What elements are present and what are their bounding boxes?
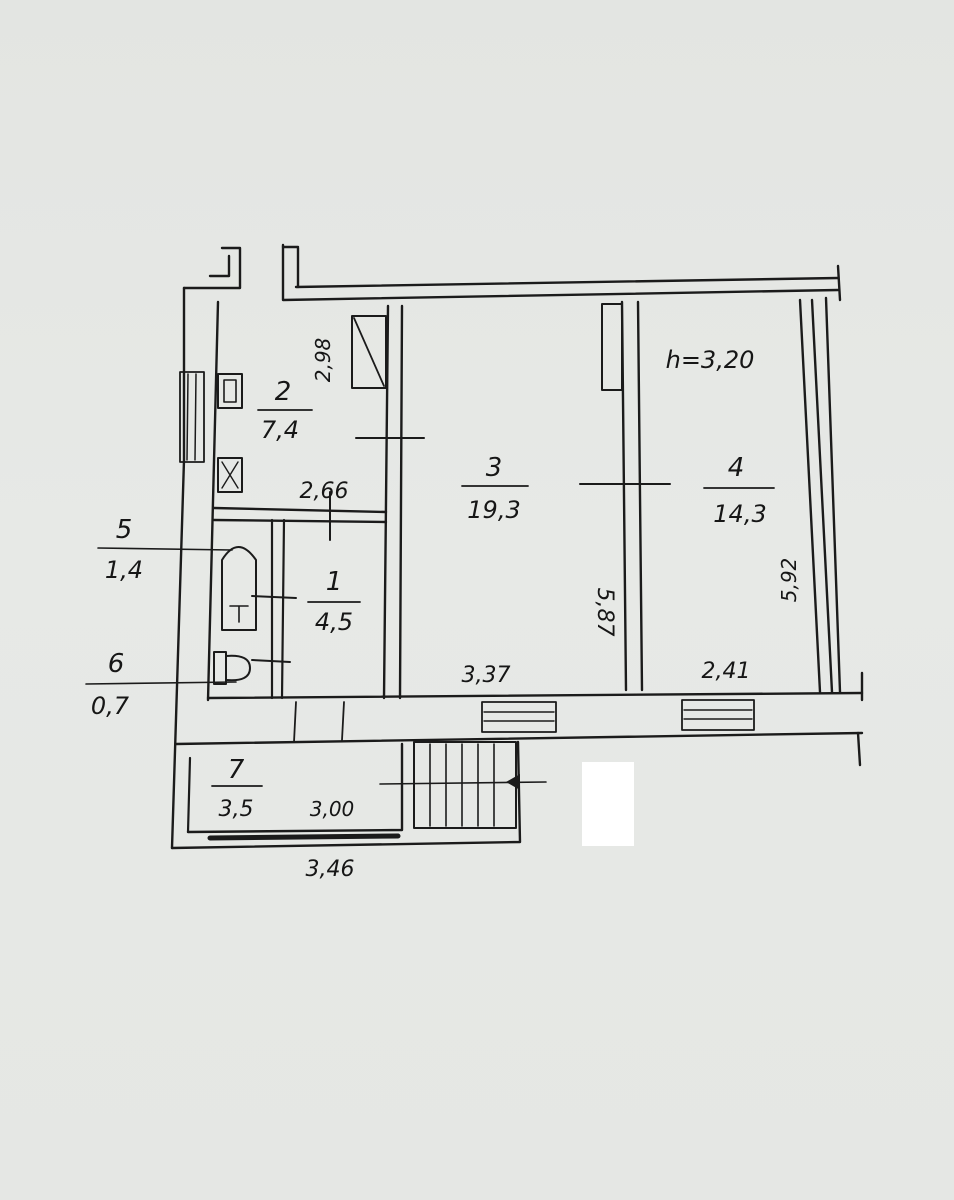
partitions [212,300,671,700]
room-7-area: 3,5 [219,797,254,822]
loggia [85,547,547,850]
loggia-outer-length-label: 3,46 [306,857,355,882]
fixtures [213,373,257,685]
toilet-tank [213,651,227,685]
room-2-width-label: 2,66 [300,479,349,504]
outer-walls [170,243,864,850]
room-2-number: 2 [275,377,292,407]
room-6-area: 0,7 [91,692,130,720]
bathtub-icon [221,546,257,631]
stove-icon [217,373,243,409]
room-2-area: 7,4 [261,416,299,444]
room-2-depth-label: 2,98 [311,338,335,383]
room-4-number: 4 [728,453,745,483]
loggia-inner-length-label: 3,00 [310,797,355,821]
room-5-number: 5 [116,515,133,545]
wall-niche [601,303,623,391]
room-6-number: 6 [108,649,125,679]
sink-icon [217,457,243,493]
room-1-area: 4,5 [315,608,353,636]
room-1-number: 1 [326,567,343,597]
room-3-area: 19,3 [467,496,520,524]
dimension-labels: h=3,20 2,98 2,66 3,37 5,87 2,41 5,92 3,0… [300,338,801,882]
ceiling-height-label: h=3,20 [666,346,755,374]
window-room4 [681,699,755,731]
room-3-number: 3 [486,453,503,483]
redaction-block [582,762,634,846]
window-room3 [481,701,557,733]
left-window [179,371,205,463]
room-5-area: 1,4 [105,556,143,584]
room-labels: 2 7,4 3 19,3 4 14,3 1 4,5 5 1,4 6 0,7 7 … [91,377,775,822]
room-4-depth-label: 5,92 [777,558,801,603]
room-4-area: 14,3 [713,500,766,528]
entry-arrow-icon [506,774,520,790]
toilet-icon [225,654,251,682]
room-3-width-label: 3,37 [462,663,511,688]
loggia-railing [207,833,401,841]
wardrobe [351,315,387,389]
room-4-width-label: 2,41 [702,659,751,684]
room-7-number: 7 [228,755,245,785]
room-3-depth-label: 5,87 [592,588,617,637]
